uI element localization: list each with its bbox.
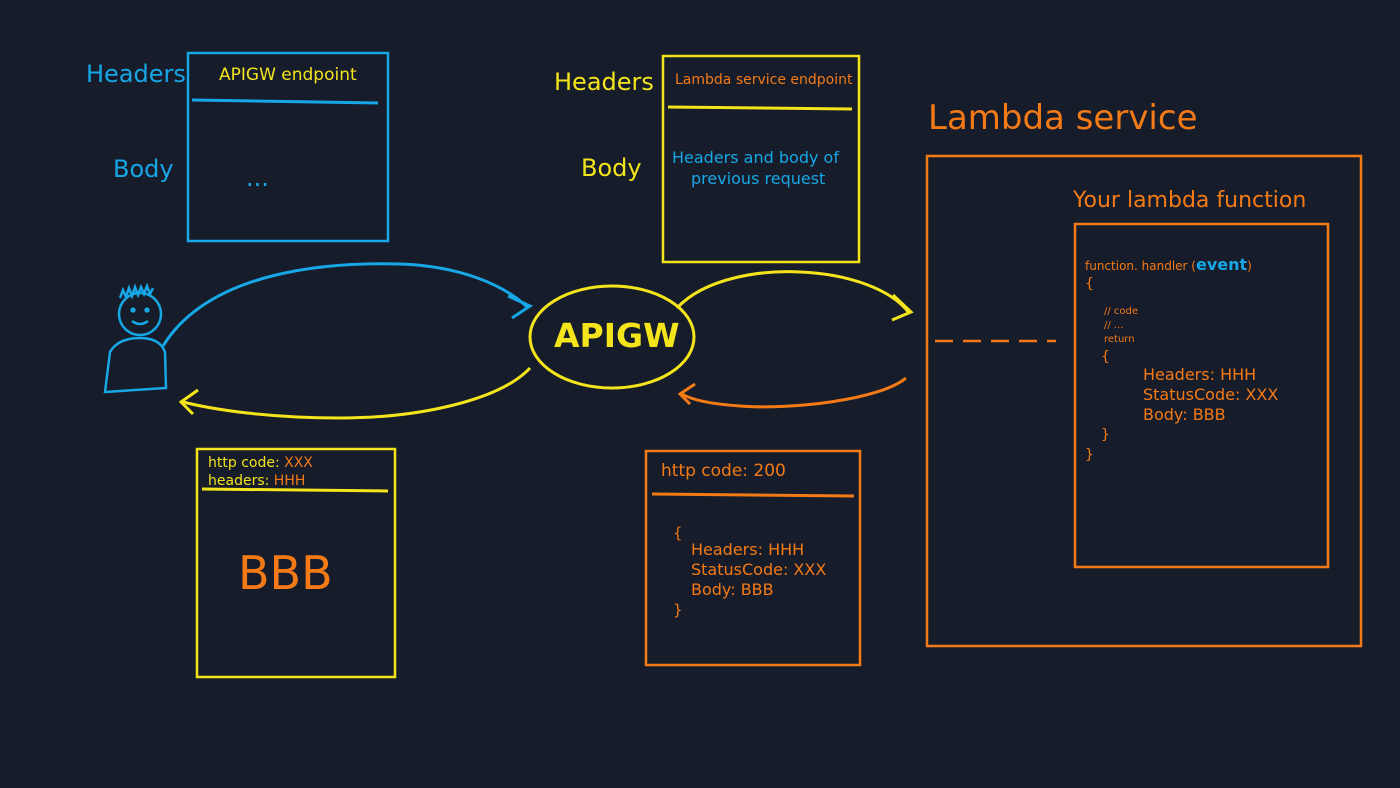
lambda-service-box <box>925 154 1363 648</box>
lambda-response-box <box>644 449 862 667</box>
forward-box <box>661 54 861 264</box>
code-obj-open: { <box>1101 349 1110 365</box>
arrow-apigw-to-client <box>182 366 532 420</box>
code-status: StatusCode: XXX <box>1143 385 1279 404</box>
arrow-client-to-apigw <box>161 262 530 347</box>
code-close-brace: } <box>1085 447 1094 463</box>
lambda-response-close: } <box>673 601 683 619</box>
lambda-service-title: Lambda service <box>928 98 1198 138</box>
code-comment-1: // code <box>1104 306 1139 317</box>
client-http-code-value: XXX <box>284 455 313 471</box>
arrow-lambda-to-apigw-head <box>677 382 696 406</box>
code-signature-close: ) <box>1247 259 1252 273</box>
lambda-response-http-code: http code: 200 <box>661 461 786 481</box>
code-obj-close: } <box>1101 427 1110 443</box>
code-return: return <box>1104 334 1135 345</box>
code-comment-2: // ... <box>1104 320 1124 331</box>
apigw-label: APIGW <box>554 316 680 355</box>
lambda-function-box <box>1073 222 1330 569</box>
client-response-divider <box>201 487 389 493</box>
forward-endpoint: Lambda service endpoint <box>675 72 853 88</box>
code-signature-text: function. handler ( <box>1085 259 1196 273</box>
request-box-divider <box>191 98 379 105</box>
client-response-body: BBB <box>238 546 333 600</box>
forward-headers-label: Headers <box>554 68 654 96</box>
request-body-content: ... <box>246 164 269 192</box>
user-head <box>117 291 163 337</box>
lambda-response-headers: Headers: HHH <box>691 540 805 559</box>
client-http-code-label: http code: <box>208 455 285 471</box>
request-body-label: Body <box>113 155 174 183</box>
user-hair <box>118 282 155 301</box>
arrow-lambda-to-apigw <box>681 376 907 409</box>
user-eye-right <box>144 307 150 313</box>
arrow-apigw-to-lambda <box>675 270 911 314</box>
client-response-box <box>195 447 397 679</box>
lambda-response-open: { <box>673 524 683 542</box>
lambda-response-body: Body: BBB <box>691 580 774 599</box>
code-body: Body: BBB <box>1143 405 1226 424</box>
client-response-headers: headers: HHH <box>208 474 305 488</box>
apigw-node <box>528 284 696 390</box>
forward-box-divider <box>667 105 853 111</box>
request-endpoint: APIGW endpoint <box>219 65 357 85</box>
request-headers-label: Headers <box>86 60 186 88</box>
code-headers: Headers: HHH <box>1143 365 1257 384</box>
client-headers-label: headers: <box>208 473 274 489</box>
client-response-http-code: http code: XXX <box>208 456 313 470</box>
user-eye-left <box>130 307 136 313</box>
request-box <box>186 51 390 243</box>
user-body <box>103 336 168 394</box>
code-param: event <box>1195 255 1248 274</box>
forward-body-label: Body <box>581 154 642 182</box>
lambda-response-divider <box>651 492 855 498</box>
arrow-apigw-to-client-head <box>178 388 199 416</box>
user-mouth <box>131 319 149 326</box>
code-open-brace: { <box>1085 276 1094 292</box>
client-headers-value: HHH <box>273 473 306 489</box>
lambda-function-title: Your lambda function <box>1073 188 1307 213</box>
user-figure <box>103 282 168 394</box>
forward-body-line1: Headers and body of <box>672 148 839 167</box>
lambda-response-status: StatusCode: XXX <box>691 560 827 579</box>
arrow-apigw-to-lambda-head <box>891 293 914 322</box>
forward-body-line2: previous request <box>691 169 826 188</box>
code-signature: function. handler (event) <box>1085 257 1252 273</box>
arrow-client-to-apigw-head <box>507 294 534 320</box>
